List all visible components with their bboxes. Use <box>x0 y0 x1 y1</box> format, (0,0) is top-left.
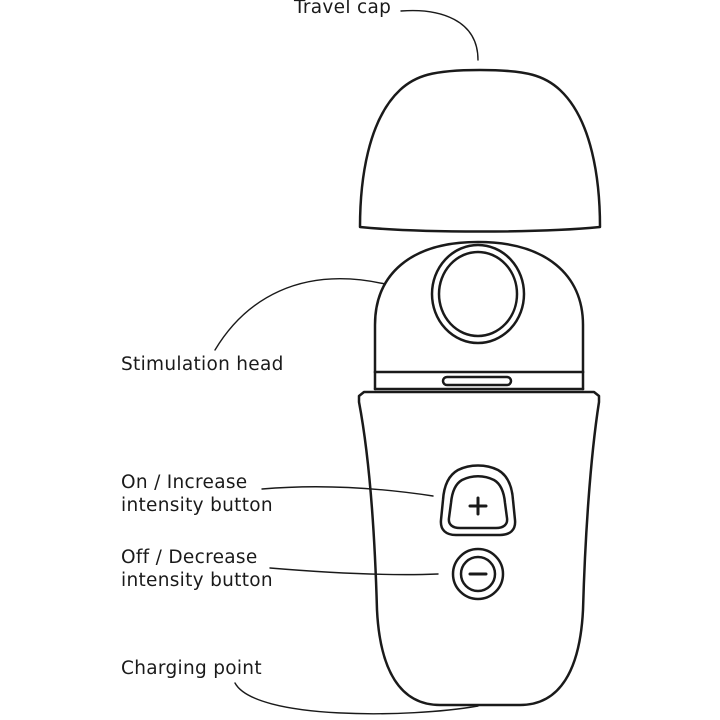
device-body <box>357 390 601 707</box>
leader-stimulation-head <box>214 278 386 351</box>
on-button-text-line2: intensity button <box>121 495 273 516</box>
off-button-label: Off / Decrease intensity button <box>121 546 273 592</box>
plus-icon <box>468 496 488 516</box>
off-button-text-line1: Off / Decrease <box>121 547 258 568</box>
on-increase-button <box>439 464 517 537</box>
stimulation-head-label: Stimulation head <box>121 353 284 376</box>
on-button-label: On / Increase intensity button <box>121 471 273 517</box>
leader-on-button <box>261 486 434 497</box>
charging-point-label: Charging point <box>121 657 262 680</box>
travel-cap <box>358 68 602 233</box>
on-button-text-line1: On / Increase <box>121 472 248 493</box>
off-button-text-line2: intensity button <box>121 570 273 591</box>
stimulation-head <box>373 240 585 391</box>
leader-travel-cap <box>400 9 479 61</box>
stimulation-head-text: Stimulation head <box>121 354 284 375</box>
travel-cap-label: Travel cap <box>294 0 391 19</box>
leader-charging-point <box>234 682 479 715</box>
travel-cap-text: Travel cap <box>294 0 392 18</box>
leader-lines <box>214 9 479 715</box>
off-decrease-button <box>451 547 505 601</box>
charging-point-text: Charging point <box>121 658 262 679</box>
leader-off-button <box>269 567 439 576</box>
